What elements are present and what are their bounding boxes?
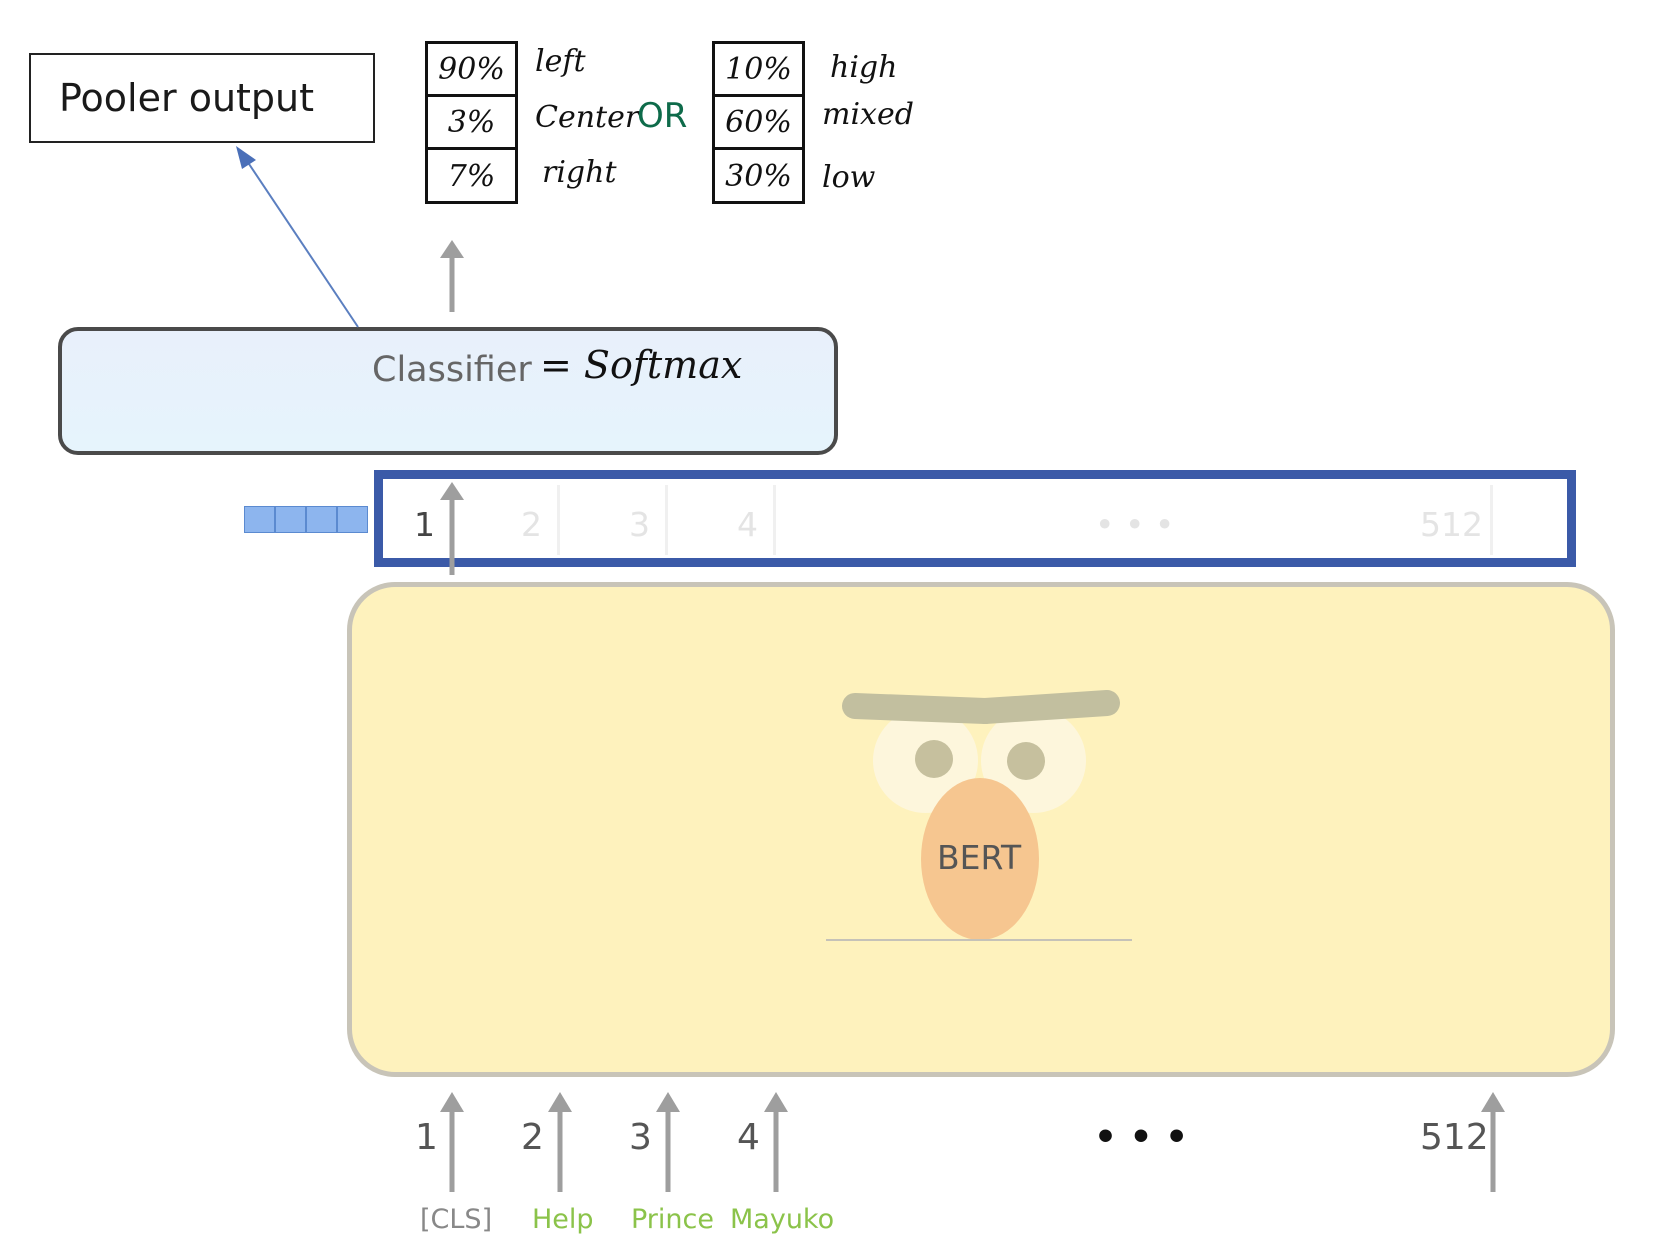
- bert-nose: [921, 778, 1039, 940]
- input-position: • • •: [1094, 1117, 1189, 1158]
- vector-cell: [244, 506, 275, 533]
- bert-mouth-line: [826, 939, 1132, 941]
- classifier-bar: [58, 327, 838, 455]
- pooler-arrow: [244, 157, 359, 328]
- output-position: 4: [737, 505, 758, 544]
- divider: [557, 485, 560, 555]
- vector-cell: [306, 506, 337, 533]
- prob-label: left: [535, 44, 586, 79]
- prob-cell: 60%: [715, 97, 802, 150]
- classifier-output-arrow-head: [440, 240, 464, 258]
- classifier-label: Classifier: [372, 350, 532, 390]
- bert-eyebrow: [842, 693, 998, 724]
- prob-cell: 30%: [725, 159, 792, 194]
- vector-cell: [275, 506, 306, 533]
- input-arrows: [440, 1092, 1505, 1192]
- bert-eyebrow: [972, 690, 1120, 724]
- bert-pupil: [1007, 742, 1045, 780]
- classifier-equation: = Softmax: [540, 343, 743, 387]
- prob-cell: 10%: [715, 44, 802, 97]
- probability-table-level: 10% 60% 30%: [712, 41, 805, 204]
- prob-cell: 3%: [428, 97, 515, 150]
- divider: [1490, 485, 1493, 555]
- input-position: 2: [521, 1117, 544, 1158]
- input-position: 4: [737, 1117, 760, 1158]
- pooler-arrow-head: [236, 146, 256, 169]
- input-token: Help: [532, 1204, 594, 1235]
- prob-cell: 7%: [447, 159, 496, 194]
- output-positions-strip: [374, 470, 1576, 567]
- cls-output-vector: [244, 506, 368, 535]
- input-position: 1: [415, 1117, 438, 1158]
- prob-cell: 90%: [428, 44, 515, 97]
- output-position: 2: [521, 505, 542, 544]
- input-position: 512: [1420, 1117, 1489, 1158]
- prob-label: mixed: [822, 97, 914, 132]
- output-position: • • •: [1095, 505, 1175, 544]
- prob-label: right: [542, 155, 617, 190]
- output-position: 3: [629, 505, 650, 544]
- prob-label: high: [830, 50, 898, 85]
- divider: [665, 485, 668, 555]
- prob-label: low: [822, 160, 876, 195]
- input-token: Prince: [631, 1204, 714, 1235]
- vector-cell: [337, 506, 368, 533]
- output-position: 1: [414, 505, 435, 544]
- prob-label: Center: [535, 100, 640, 135]
- bert-pupil: [915, 740, 953, 778]
- pooler-output-label: Pooler output: [59, 76, 315, 120]
- or-label: OR: [637, 96, 688, 136]
- output-position: 512: [1420, 505, 1483, 544]
- input-token: Mayuko: [730, 1204, 835, 1235]
- pooler-output-box: Pooler output: [29, 53, 375, 143]
- input-token: [CLS]: [420, 1204, 493, 1235]
- input-position: 3: [629, 1117, 652, 1158]
- probability-table-position: 90% 3% 7%: [425, 41, 518, 204]
- cls-output-arrow-head: [440, 482, 464, 500]
- bert-label: BERT: [937, 838, 1022, 877]
- divider: [773, 485, 776, 555]
